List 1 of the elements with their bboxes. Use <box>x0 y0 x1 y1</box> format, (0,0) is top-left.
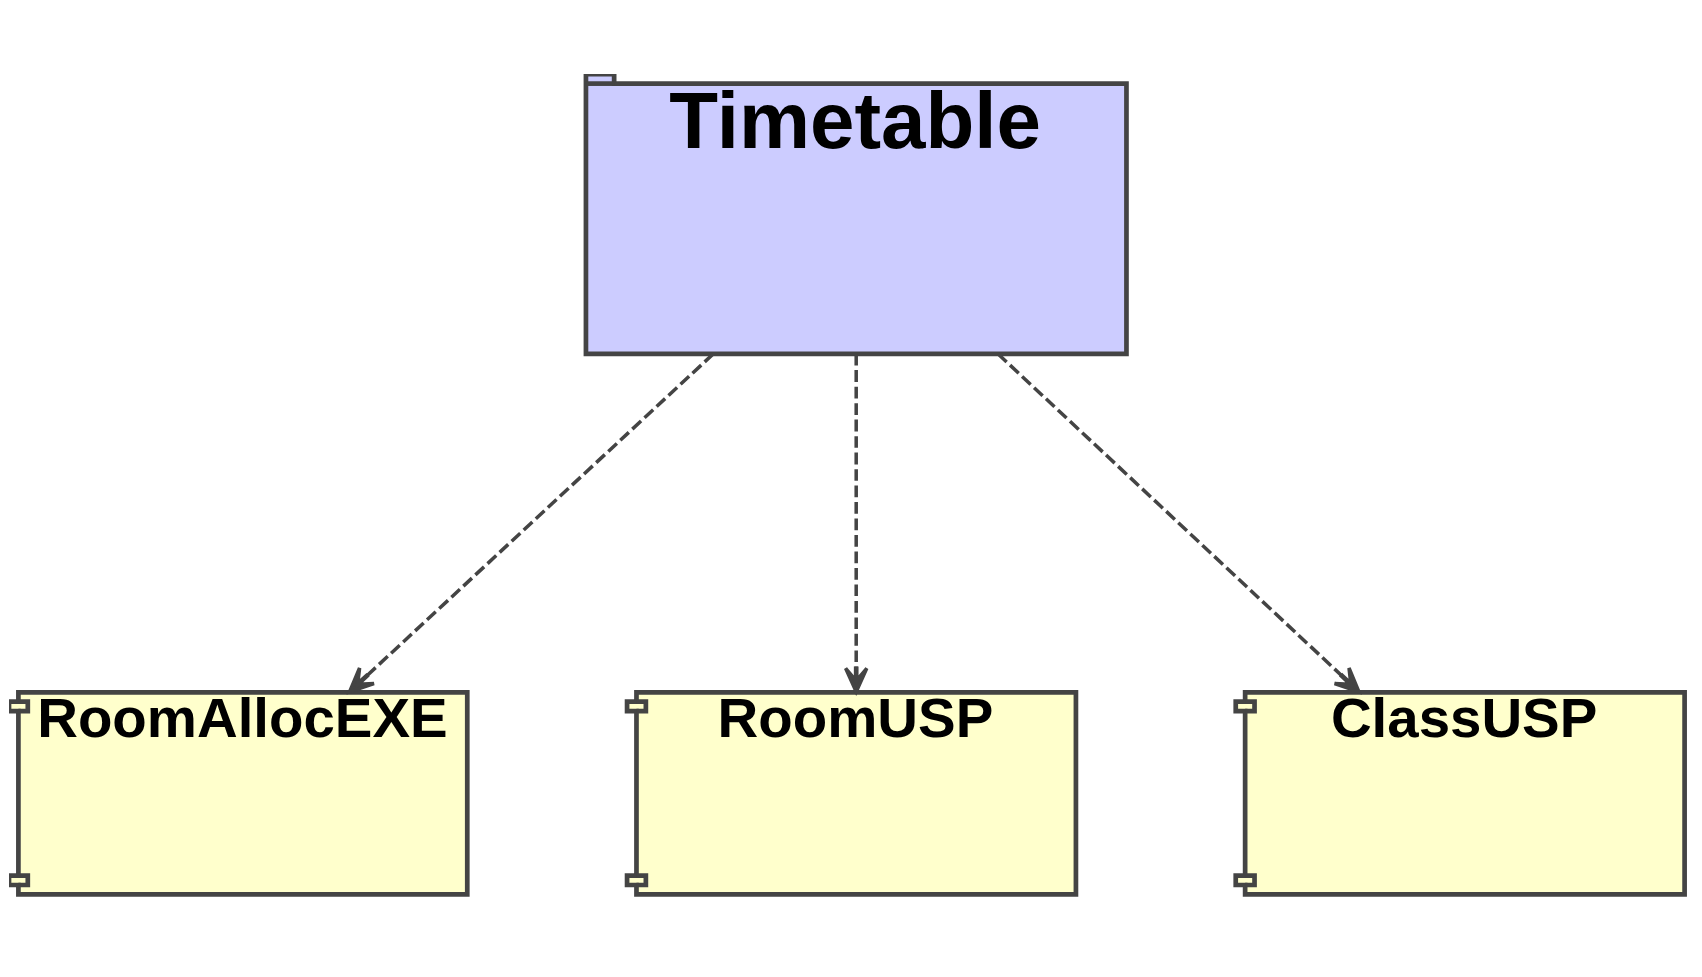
arrow <box>843 353 869 694</box>
